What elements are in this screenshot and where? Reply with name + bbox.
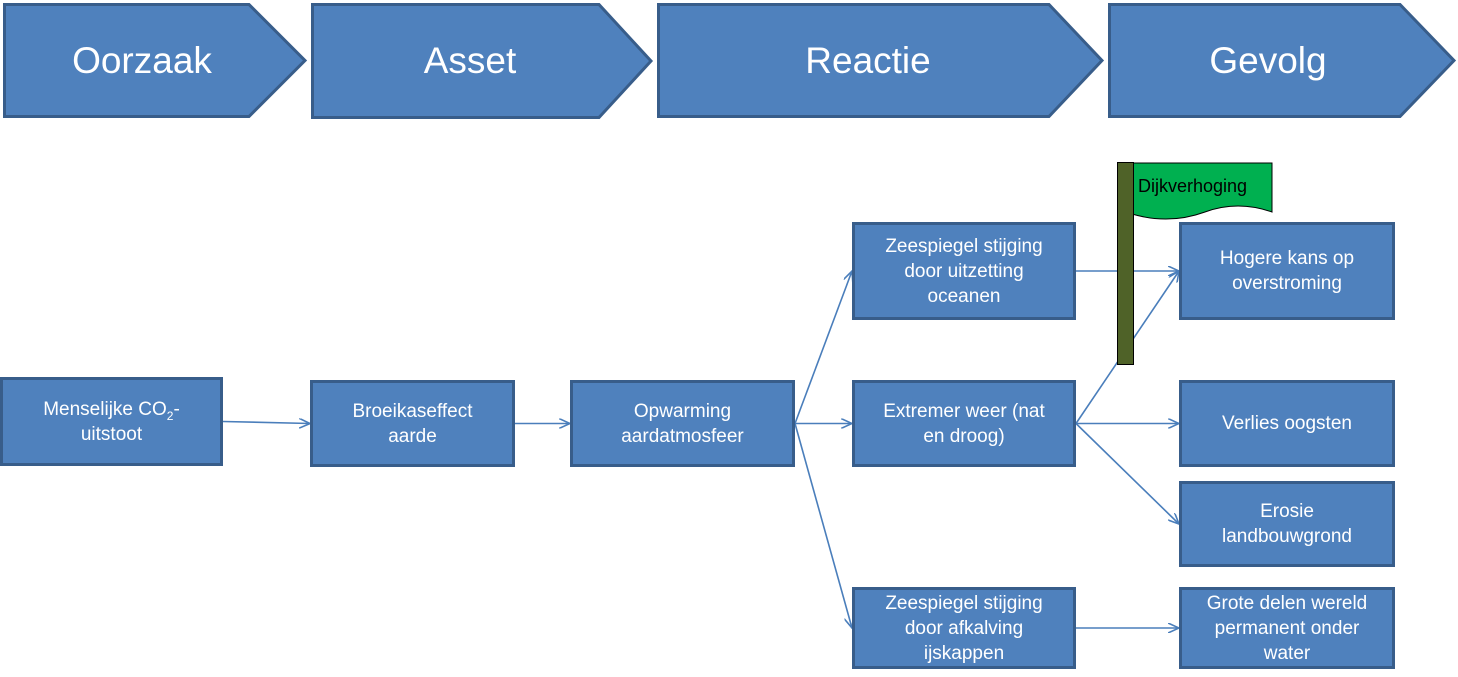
- node-grote-delen-wereld: Grote delen wereld permanent onder water: [1179, 587, 1395, 669]
- node-hogere-kans-overstroming: Hogere kans op overstroming: [1179, 222, 1395, 320]
- connector-opwarming-to-zeespiegel_uitzetting: [794, 271, 852, 424]
- node-erosie-landbouwgrond: Erosie landbouwgrond: [1179, 481, 1395, 567]
- connector-menselijke-to-broeikas: [222, 422, 310, 424]
- node-verlies-oogsten: Verlies oogsten: [1179, 380, 1395, 467]
- node-zeespiegel-afkalving: Zeespiegel stijging door afkalving ijska…: [852, 587, 1076, 669]
- flag-banner: [1131, 162, 1273, 220]
- stage-label: Oorzaak: [72, 39, 212, 81]
- node-text-line: water: [1263, 642, 1311, 664]
- node-menselijke-co2-uitstoot: Menselijke CO2- uitstoot: [0, 377, 223, 466]
- stage-gevolg-chevron: Gevolg: [1108, 3, 1457, 118]
- chevron-shape: [1108, 3, 1457, 118]
- node-text-line: door uitzetting: [904, 260, 1024, 282]
- chevron-shape: [657, 3, 1105, 118]
- node-broeikaseffect-aarde: Broeikaseffect aarde: [310, 380, 515, 467]
- flag-label-dijkverhoging: Dijkverhoging: [1138, 176, 1248, 196]
- node-text-line: aardatmosfeer: [621, 425, 744, 447]
- node-opwarming-aardatmosfeer: Opwarming aardatmosfeer: [570, 380, 795, 467]
- node-text-line: ijskappen: [923, 642, 1005, 664]
- node-text-line: oceanen: [927, 285, 1001, 307]
- connector-extremer_weer-to-erosie: [1075, 422, 1179, 525]
- node-subscript: 2: [166, 408, 174, 423]
- stage-asset-chevron: Asset: [311, 3, 654, 119]
- node-zeespiegel-uitzetting: Zeespiegel stijging door uitzetting ocea…: [852, 222, 1076, 320]
- node-text-line: en droog): [923, 425, 1005, 447]
- node-extremer-weer: Extremer weer (nat en droog): [852, 380, 1076, 467]
- node-text-line: Zeespiegel stijging: [885, 592, 1043, 614]
- flag-pole: [1117, 162, 1134, 365]
- node-text-line: Grote delen wereld: [1206, 592, 1368, 614]
- node-text: Menselijke CO: [43, 398, 167, 420]
- stage-label: Reactie: [805, 39, 931, 81]
- connector-opwarming-to-zeespiegel_afkalving: [794, 423, 852, 629]
- stage-label: Gevolg: [1209, 39, 1327, 81]
- node-text-line: permanent onder: [1214, 617, 1360, 639]
- chevron-shape: [3, 3, 308, 118]
- node-text-line: Zeespiegel stijging: [885, 235, 1043, 257]
- node-text-line: uitstoot: [80, 423, 143, 445]
- node-text-line: Verlies oogsten: [1222, 413, 1352, 434]
- node-text-line: door afkalving: [904, 617, 1024, 639]
- node-text-line: aarde: [388, 425, 437, 447]
- node-text-line: Hogere kans op: [1219, 248, 1355, 269]
- node-text-line: landbouwgrond: [1222, 526, 1352, 547]
- node-text-line: Erosie: [1260, 501, 1314, 522]
- node-text-line: Menselijke CO2-: [43, 397, 180, 422]
- node-text-line: overstroming: [1232, 273, 1342, 294]
- chevron-shape: [311, 3, 654, 119]
- stage-label: Asset: [423, 40, 517, 81]
- stage-reactie-chevron: Reactie: [657, 3, 1105, 118]
- node-text-line: Extremer weer (nat: [883, 400, 1045, 422]
- node-text-line: Broeikaseffect: [352, 400, 473, 422]
- stage-oorzaak-chevron: Oorzaak: [3, 3, 308, 118]
- node-text: -: [173, 398, 180, 420]
- node-text-line: Opwarming: [633, 400, 732, 422]
